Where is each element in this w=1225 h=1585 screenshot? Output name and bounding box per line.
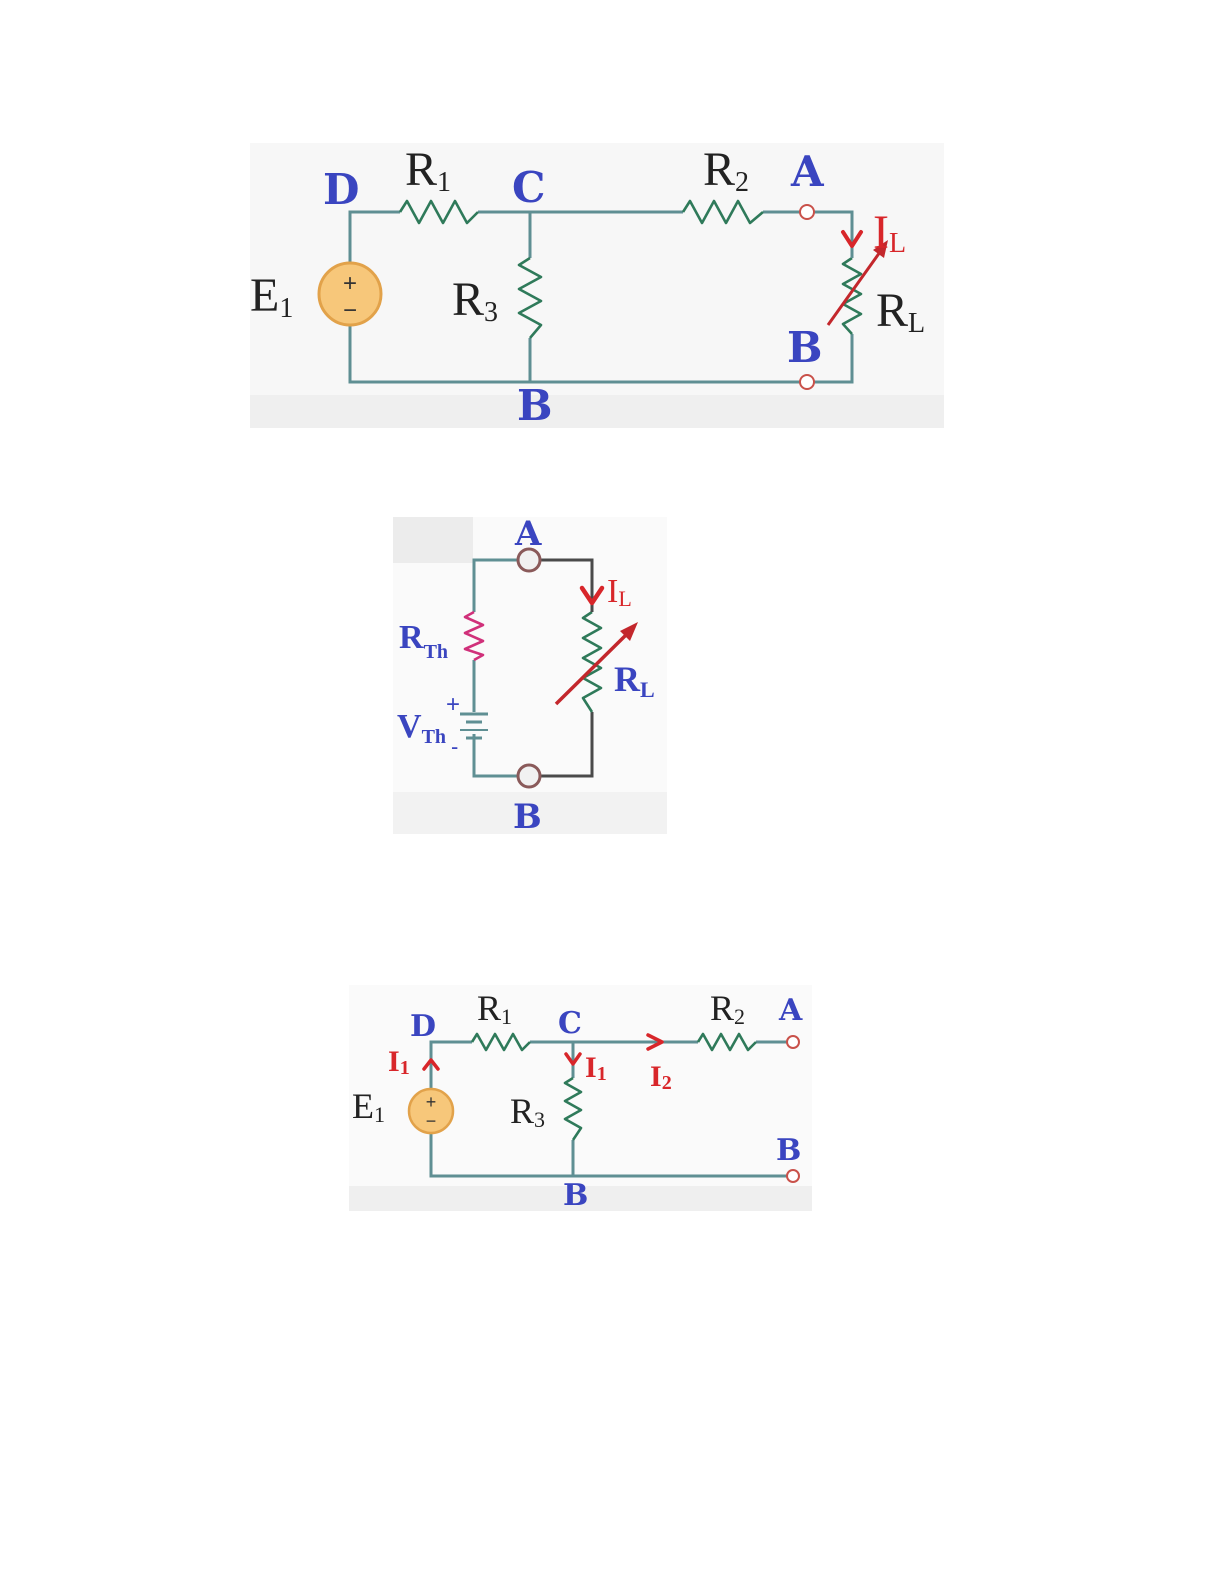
node-label-c: C <box>512 163 545 212</box>
node-label-b: B <box>513 797 542 837</box>
polarity-plus: + <box>446 691 460 718</box>
node-label-b-left: B <box>517 381 553 430</box>
node-label-a: A <box>790 147 825 196</box>
voltage-source-e1: + − <box>409 1089 453 1133</box>
node-label-a: A <box>514 514 542 554</box>
terminal-a <box>800 205 814 219</box>
polarity-minus: - <box>451 734 458 759</box>
svg-text:+: + <box>343 270 357 297</box>
voltage-source-e1: + − <box>319 263 381 325</box>
svg-text:−: − <box>343 297 357 324</box>
terminal-b <box>787 1170 799 1182</box>
circuit-diagram-original: + − D C A B B R1 R2 R3 E1 RL IL <box>0 0 1225 440</box>
terminal-b <box>800 375 814 389</box>
circuit-diagram-currents: + − D C A B B R1 R2 R3 E1 I1 I1 I2 <box>0 970 1225 1220</box>
node-label-b-bottom: B <box>563 1178 588 1213</box>
thevenin-equivalent-diagram: A B RTh VTh + - IL RL <box>0 500 1225 840</box>
terminal-b <box>518 765 540 787</box>
node-label-a: A <box>778 993 803 1028</box>
terminal-a <box>787 1036 799 1048</box>
node-label-d: D <box>410 1009 436 1044</box>
node-label-d: D <box>323 165 359 214</box>
node-label-c: C <box>558 1006 582 1041</box>
node-label-b-right: B <box>776 1133 801 1168</box>
svg-text:+: + <box>426 1092 437 1112</box>
node-label-b-right: B <box>787 323 823 372</box>
svg-text:−: − <box>426 1111 437 1131</box>
